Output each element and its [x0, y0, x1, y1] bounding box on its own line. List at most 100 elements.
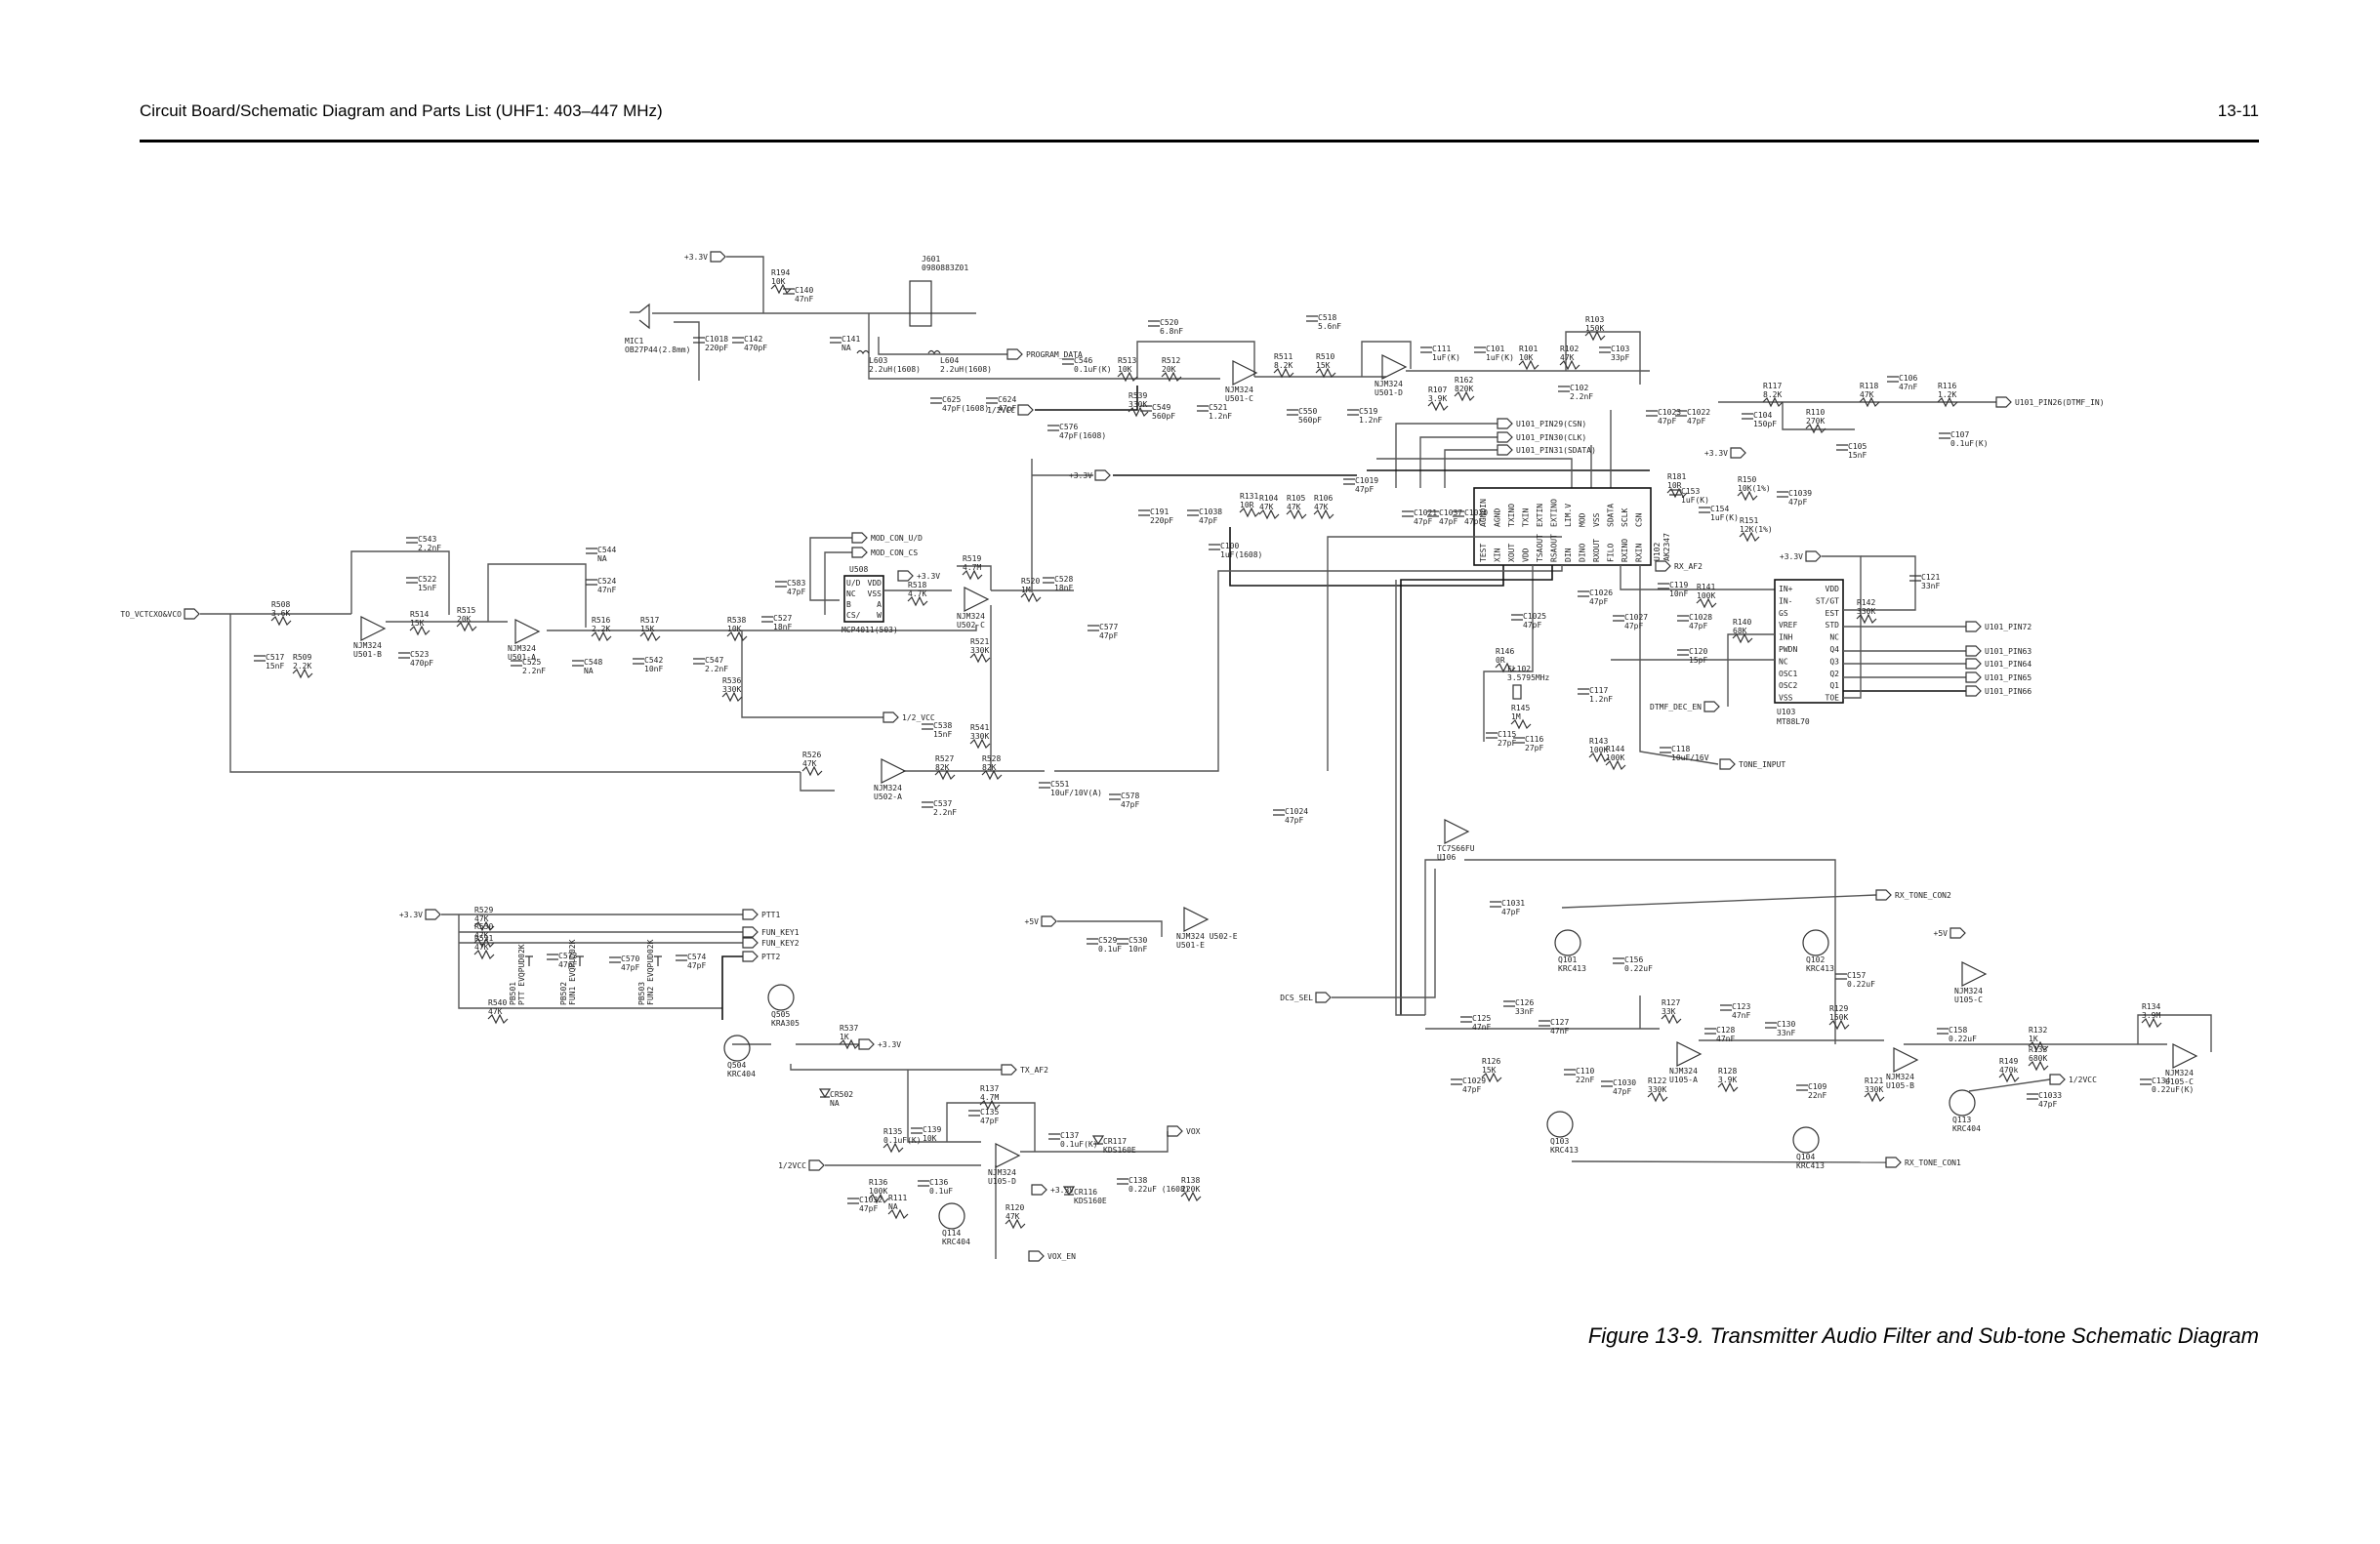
reference-designator: C518: [1318, 313, 1336, 322]
resistor-symbol: [801, 765, 823, 777]
reference-designator: U501-C: [1225, 394, 1253, 403]
part-value: 15nF: [933, 730, 952, 739]
capacitor-symbol: [609, 956, 621, 963]
reference-designator: PB503: [637, 982, 646, 1005]
part-value: 10nF: [644, 665, 663, 673]
net-label-text: +3.3V: [1780, 552, 1803, 561]
ic-pin-label-u102: MOD: [1579, 512, 1587, 527]
part-value: 33K: [1662, 1007, 1676, 1016]
reference-designator: C1039: [1788, 489, 1812, 498]
part-value: 47K: [474, 914, 489, 923]
capacitor-symbol: [1836, 444, 1848, 451]
ic-pin-label-u103: NC: [1829, 633, 1839, 642]
reference-designator: U105-C: [2165, 1077, 2194, 1086]
part-value: 8.2K: [1763, 390, 1782, 399]
part-value: 47K: [1560, 353, 1575, 362]
capacitor-symbol: [693, 337, 705, 344]
resistor-symbol: [1559, 359, 1580, 371]
reference-designator: C543: [418, 535, 436, 544]
part-value: 47pF: [1414, 517, 1432, 526]
reference-designator: C520: [1160, 318, 1178, 327]
reference-designator: U502-A: [874, 792, 902, 801]
resistor-symbol: [473, 920, 495, 932]
net-label-rxcon1: RX_TONE_CON1: [1885, 1157, 1961, 1168]
page-number: 13-11: [2217, 102, 2259, 120]
part-value: 47pF: [687, 961, 706, 970]
net-label-text: U101_PIN72: [1985, 623, 2031, 631]
header-rule: [140, 140, 2259, 142]
capacitor-symbol: [1796, 1084, 1808, 1091]
part-value: 560pF: [1152, 412, 1175, 421]
reference-designator: C116: [1525, 735, 1543, 744]
resistor-symbol: [1661, 1013, 1682, 1025]
part-value: KRC404: [1952, 1124, 1981, 1133]
part-value: 0.1uF(K): [1074, 365, 1112, 374]
net-label-text: RX_TONE_CON1: [1905, 1158, 1961, 1167]
part-number: NJM324: [1886, 1073, 1914, 1081]
part-value: 1uF(1608): [1220, 550, 1262, 559]
reference-designator: C1033: [2038, 1091, 2062, 1100]
part-value: KRC413: [1558, 964, 1586, 973]
ic-pin-label-u102: XIN: [1494, 548, 1502, 562]
part-value: 47pF: [1501, 908, 1520, 916]
capacitor-symbol: [1613, 615, 1624, 622]
reference-designator: R194: [771, 268, 790, 277]
reference-designator: C154: [1710, 505, 1729, 513]
capacitor-symbol: [911, 1127, 923, 1134]
reference-designator: C1019: [1355, 476, 1378, 485]
net-label-modcs: MOD_CON_CS: [851, 547, 918, 558]
off-page-connector-icon: [742, 951, 759, 962]
part-value: 1K: [840, 1033, 849, 1041]
reference-designator: C546: [1074, 356, 1092, 365]
capacitor-symbol: [1486, 732, 1498, 739]
off-page-connector-icon: [1001, 1064, 1017, 1076]
capacitor-symbol: [1765, 1022, 1777, 1029]
net-label-text: +3.3V: [1704, 449, 1728, 458]
reference-designator: U502-C: [957, 621, 985, 630]
reference-designator: C141: [841, 335, 860, 344]
off-page-connector-icon: [1965, 645, 1982, 657]
net-label-p66: U101_PIN66: [1965, 685, 2031, 697]
page-header-title: Circuit Board/Schematic Diagram and Part…: [140, 102, 663, 120]
ic-pin-label-u103: GS: [1779, 609, 1788, 618]
part-number: NJM324: [508, 644, 536, 653]
reference-designator: C573: [558, 952, 577, 960]
part-value: 100K: [1589, 746, 1608, 754]
resistor-symbol: [868, 1193, 889, 1204]
part-value: KDS160E: [1103, 1146, 1136, 1155]
reference-designator: C517: [266, 653, 284, 662]
reference-designator: R508: [271, 600, 290, 609]
capacitor-symbol: [1937, 1028, 1949, 1035]
reference-designator: R539: [1128, 391, 1147, 400]
reference-designator: R140: [1733, 618, 1751, 627]
off-page-connector-icon: [1094, 469, 1111, 481]
reference-designator: R107: [1428, 386, 1447, 394]
net-label-text: 1/2VCC: [2069, 1076, 2097, 1084]
part-value: 47pF: [998, 404, 1016, 413]
part-value: 2.2nF: [522, 667, 546, 675]
reference-designator: R516: [592, 616, 610, 625]
ic-pin-label-u102: AGNDIN: [1479, 499, 1488, 527]
part-value: 15K: [1482, 1066, 1497, 1075]
part-value: KRA305: [771, 1019, 800, 1028]
